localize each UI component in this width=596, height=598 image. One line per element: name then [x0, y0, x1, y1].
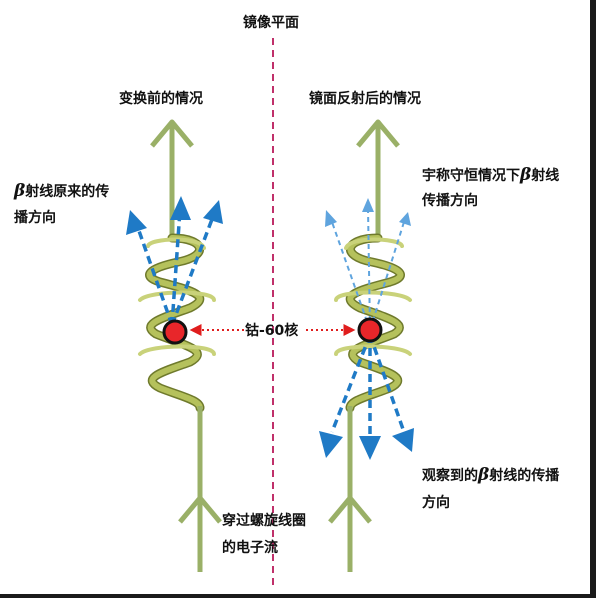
parity-text-a: 宇称守恒情况下 [422, 168, 520, 184]
left-top-wire-arrowhead [150, 119, 194, 148]
left-cobalt-nucleus [162, 319, 188, 345]
observed-text-a: 观察到的 [422, 468, 478, 484]
right-bottom-wire-arrowhead [328, 495, 372, 524]
observed-label-line2: 方向 [422, 495, 450, 511]
parity-text-c: 射线 [531, 168, 560, 184]
mirror-plane-label: 镜像平面 [243, 15, 299, 31]
right-parity-arrows [331, 207, 405, 331]
right-cobalt-nucleus [357, 317, 383, 343]
left-assembly [126, 119, 223, 572]
after-label: 镜面反射后的情况 [309, 91, 421, 107]
beta-original-label-line2: 播方向 [14, 210, 56, 226]
right-observed-arrowheads [319, 428, 414, 460]
beta-symbol: β [520, 165, 532, 185]
cobalt-label: 钴-60核 [245, 323, 299, 339]
beta-symbol: β [478, 465, 490, 485]
left-beta-arrows [136, 209, 216, 326]
right-top-wire-arrowhead [356, 119, 400, 148]
parity-label-line2: 传播方向 [422, 193, 478, 209]
electron-label-line1: 穿过螺旋线圈 [222, 513, 306, 529]
observed-label-line1: 观察到的β射线的传播 [422, 464, 559, 487]
beta-symbol: β [14, 181, 26, 201]
electron-label-line2: 的电子流 [222, 540, 278, 556]
left-bottom-wire-arrowhead [178, 495, 222, 524]
frame-border-right [590, 0, 596, 598]
right-parity-arrowheads [325, 198, 411, 227]
parity-label-line1: 宇称守恒情况下β射线 [422, 164, 559, 187]
left-coil [138, 233, 216, 413]
left-beta-arrowheads [126, 196, 223, 235]
beta-original-label-line1: β射线原来的传 [14, 180, 109, 203]
observed-text-c: 射线的传播 [489, 468, 560, 484]
frame-border-bottom [0, 594, 596, 598]
beta-original-text: 射线原来的传 [25, 184, 110, 200]
before-label: 变换前的情况 [119, 91, 203, 107]
right-coil [334, 233, 412, 413]
right-assembly [319, 119, 414, 572]
right-observed-arrows [330, 334, 406, 442]
